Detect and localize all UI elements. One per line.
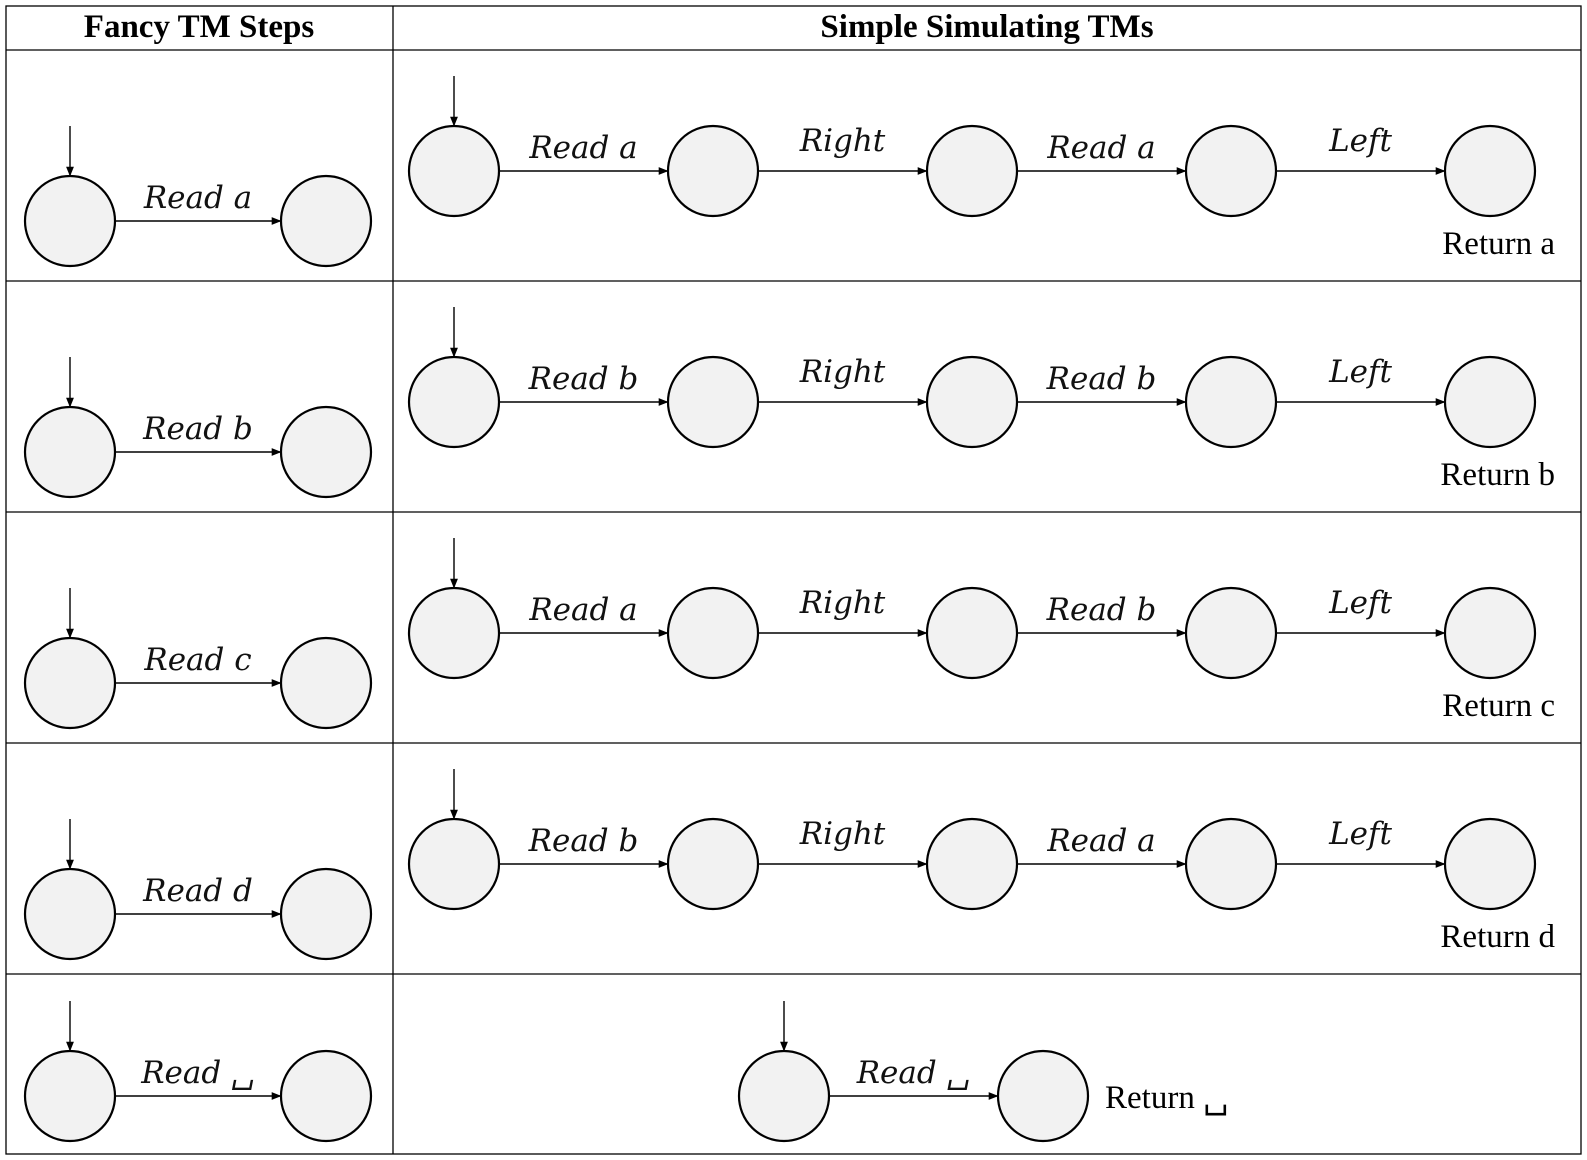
table-grid xyxy=(5,5,1582,1155)
state-node xyxy=(666,355,760,449)
state-node xyxy=(407,124,501,218)
transition-label: Read d xyxy=(142,873,253,909)
transition-label: Read b xyxy=(528,823,639,859)
state-node xyxy=(1443,124,1537,218)
fancy-step-diagram: Read c xyxy=(23,588,373,730)
table-border xyxy=(5,5,1582,1155)
transition-label: Read c xyxy=(143,642,251,678)
transition-label: Right xyxy=(799,354,886,390)
state-node xyxy=(279,405,373,499)
state-node xyxy=(1184,586,1278,680)
state-node xyxy=(925,124,1019,218)
state-node xyxy=(23,405,117,499)
state-node xyxy=(279,636,373,730)
return-label: Return a xyxy=(1442,226,1555,262)
state-node xyxy=(1184,124,1278,218)
state-node xyxy=(666,817,760,911)
state-node xyxy=(23,1049,117,1143)
state-node xyxy=(1184,817,1278,911)
simple-tm-diagram: Read ␣ Return ␣ xyxy=(737,1001,1228,1143)
header-simple-simulating-tms: Simple Simulating TMs xyxy=(820,9,1153,45)
state-node xyxy=(407,586,501,680)
fancy-step-diagram: Read b xyxy=(23,357,373,499)
state-node xyxy=(1443,817,1537,911)
transition-label: Read b xyxy=(1046,592,1157,628)
state-node xyxy=(1443,586,1537,680)
transition-label: Read a xyxy=(528,130,637,166)
transition-label: Read a xyxy=(1046,130,1155,166)
transition-label: Read ␣ xyxy=(856,1055,971,1091)
fancy-step-diagram: Read ␣ xyxy=(23,1001,373,1143)
transition-label: Read b xyxy=(1046,361,1157,397)
return-label: Return c xyxy=(1442,688,1555,724)
state-node xyxy=(279,867,373,961)
transition-label: Left xyxy=(1328,585,1392,621)
transition-label: Left xyxy=(1328,123,1392,159)
transition-label: Read a xyxy=(1046,823,1155,859)
fancy-step-diagram: Read d xyxy=(23,819,373,961)
transition-label: Read b xyxy=(142,411,253,447)
state-node xyxy=(279,1049,373,1143)
state-node xyxy=(279,174,373,268)
state-node xyxy=(666,586,760,680)
state-node xyxy=(925,355,1019,449)
transition-label: Right xyxy=(799,585,886,621)
state-node xyxy=(23,636,117,730)
table-row: Read ␣ Read ␣ Return ␣ xyxy=(23,1001,1228,1143)
transition-label: Right xyxy=(799,816,886,852)
state-node xyxy=(925,817,1019,911)
transition-label: Left xyxy=(1328,816,1392,852)
return-label: Return d xyxy=(1440,919,1555,955)
transition-label: Left xyxy=(1328,354,1392,390)
transition-label: Read b xyxy=(528,361,639,397)
state-node xyxy=(1443,355,1537,449)
state-node xyxy=(666,124,760,218)
transition-label: Right xyxy=(799,123,886,159)
state-node xyxy=(23,867,117,961)
transition-label: Read ␣ xyxy=(140,1055,255,1091)
state-node xyxy=(996,1049,1090,1143)
state-node xyxy=(925,586,1019,680)
return-label: Return ␣ xyxy=(1105,1080,1228,1116)
state-node xyxy=(737,1049,831,1143)
return-label: Return b xyxy=(1440,457,1555,493)
state-node xyxy=(23,174,117,268)
transition-label: Read a xyxy=(528,592,637,628)
header-fancy-tm-steps: Fancy TM Steps xyxy=(84,9,315,45)
fancy-step-diagram: Read a xyxy=(23,126,373,268)
state-node xyxy=(1184,355,1278,449)
state-node xyxy=(407,817,501,911)
state-node xyxy=(407,355,501,449)
transition-label: Read a xyxy=(143,180,252,216)
